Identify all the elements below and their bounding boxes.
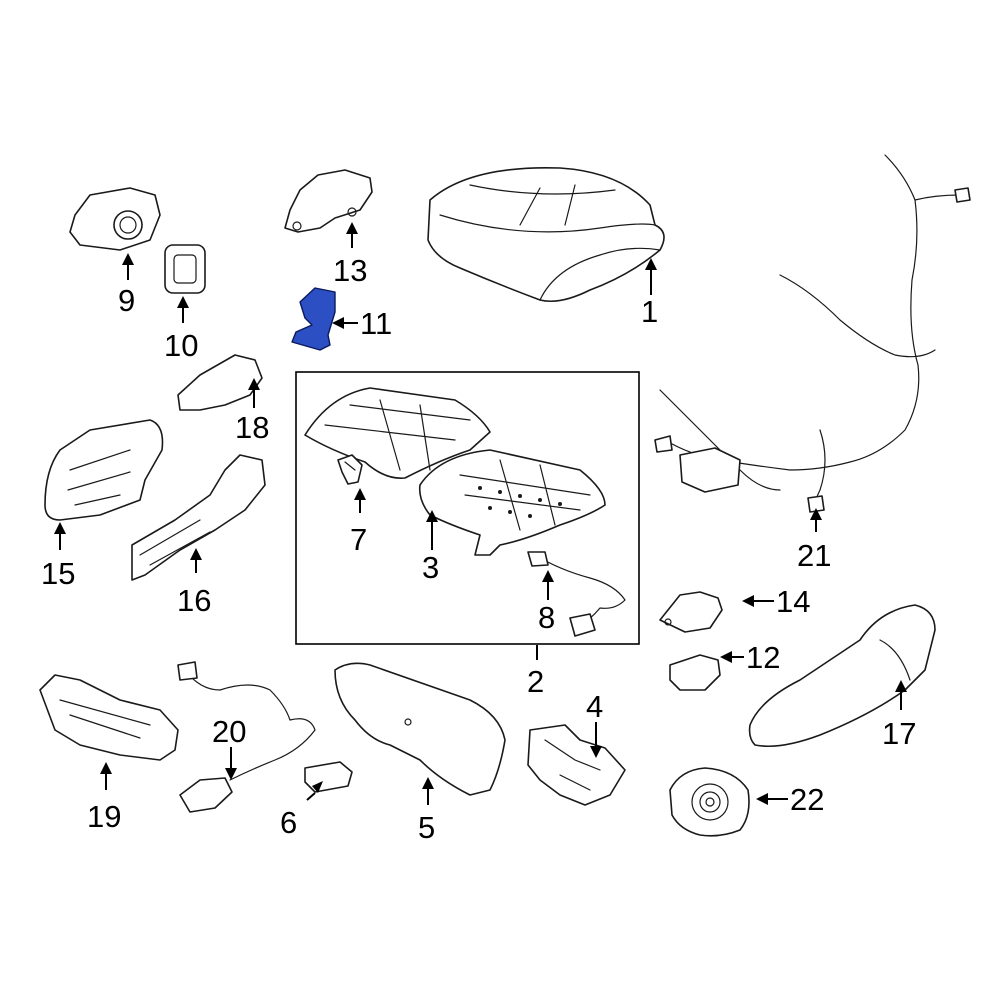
callout-14: 14 — [742, 584, 810, 619]
callout-label-21: 21 — [797, 538, 831, 573]
part-14-bracket — [659, 591, 723, 633]
callout-9: 9 — [118, 253, 135, 318]
callout-label-14: 14 — [776, 584, 810, 619]
part-1-seat-cushion — [427, 166, 665, 303]
part-6-handle — [304, 761, 353, 793]
callout-label-2: 2 — [527, 664, 544, 699]
callout-18: 18 — [235, 378, 269, 445]
callout-label-8: 8 — [538, 600, 555, 635]
part-21-wiring-harness — [654, 154, 971, 513]
part-18-trim — [177, 354, 263, 411]
part-12-clip — [669, 654, 721, 691]
callout-15: 15 — [41, 522, 75, 591]
callout-21: 21 — [797, 508, 831, 573]
part-2-assembly-frame — [295, 371, 640, 645]
callout-8: 8 — [538, 570, 555, 635]
callout-20: 20 — [212, 714, 246, 780]
part-9-switch — [69, 187, 161, 251]
part-19-motor-assembly — [39, 674, 179, 761]
part-7-clip — [337, 454, 363, 485]
callout-label-5: 5 — [418, 810, 435, 845]
callout-19: 19 — [87, 762, 121, 834]
callout-label-19: 19 — [87, 799, 121, 834]
callout-label-1: 1 — [641, 294, 658, 329]
callout-label-6: 6 — [280, 805, 297, 840]
callout-22: 22 — [756, 782, 824, 817]
part-16-long-trim — [131, 454, 266, 581]
callout-4: 4 — [586, 689, 603, 758]
callout-12: 12 — [720, 640, 780, 675]
callout-label-3: 3 — [422, 550, 439, 585]
part-11-highlighted-bracket — [291, 287, 336, 351]
callout-label-11: 11 — [360, 306, 392, 341]
part-17-side-cover — [748, 604, 936, 748]
callout-5: 5 — [418, 777, 435, 845]
callout-1: 1 — [641, 258, 658, 329]
callout-10: 10 — [164, 296, 198, 363]
part-4-track-mechanism — [527, 724, 626, 806]
callout-label-17: 17 — [882, 716, 916, 751]
callout-label-7: 7 — [350, 522, 367, 557]
callout-label-20: 20 — [212, 714, 246, 749]
part-20-harness — [177, 661, 316, 813]
rivet-dots — [478, 486, 562, 518]
callout-label-12: 12 — [746, 640, 780, 675]
callout-label-10: 10 — [164, 328, 198, 363]
part-13-bracket — [284, 169, 373, 233]
callout-13: 13 — [333, 222, 367, 288]
part-8-harness — [527, 551, 626, 637]
part-5-bottom-cover — [334, 662, 506, 796]
callout-2: 2 — [527, 645, 544, 699]
callout-3: 3 — [422, 510, 439, 585]
part-10-bezel — [164, 244, 206, 294]
part-15-side-shield — [44, 419, 164, 521]
callout-label-15: 15 — [41, 556, 75, 591]
callout-7: 7 — [350, 488, 367, 557]
part-22-motor — [669, 767, 750, 837]
callout-label-9: 9 — [118, 283, 135, 318]
callout-label-13: 13 — [333, 253, 367, 288]
callout-label-4: 4 — [586, 689, 603, 724]
callout-label-22: 22 — [790, 782, 824, 817]
callout-label-18: 18 — [235, 410, 269, 445]
callout-label-16: 16 — [177, 583, 211, 618]
callout-17: 17 — [882, 680, 916, 751]
callout-16: 16 — [177, 548, 211, 618]
callout-6: 6 — [280, 781, 323, 840]
callout-11: 11 — [332, 306, 392, 341]
